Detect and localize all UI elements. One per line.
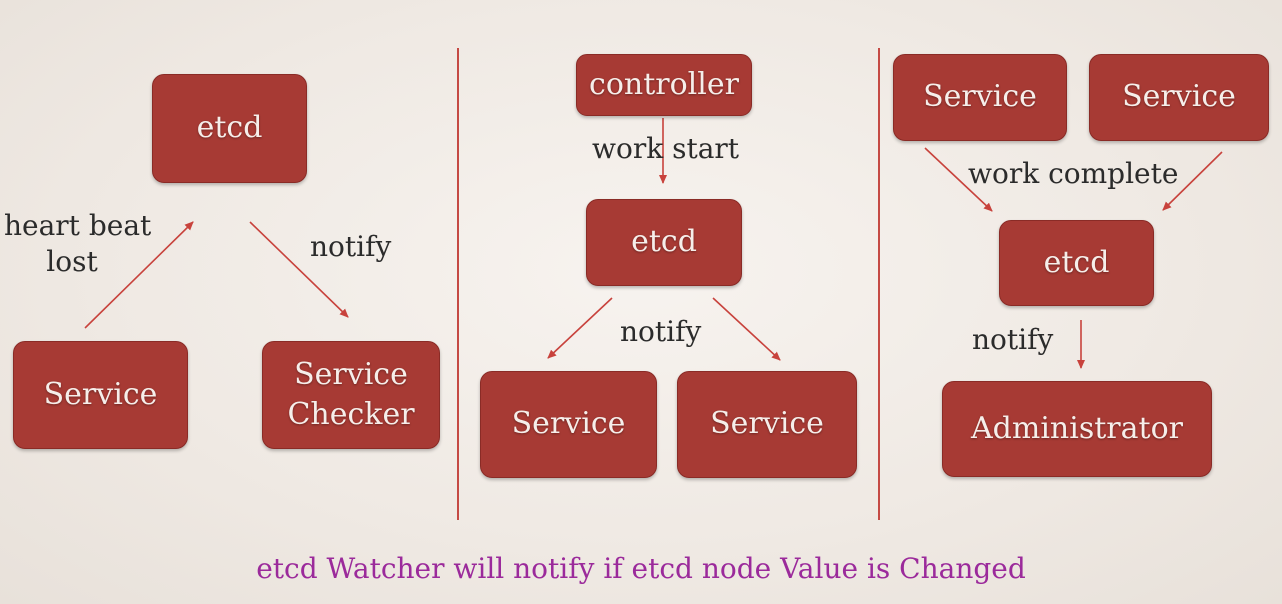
panel2-controller-label: controller xyxy=(589,66,739,102)
panel3-service-left-box: Service xyxy=(893,54,1067,141)
arrow-etcd-to-service-right xyxy=(712,297,781,361)
panel2-etcd-box: etcd xyxy=(586,199,742,286)
panel1-notify-label: notify xyxy=(310,230,392,263)
panel1-heartbeat-line1: heart beat xyxy=(4,209,152,242)
panel3-administrator-label: Administrator xyxy=(971,410,1183,446)
panel1-service-checker-box: Service Checker xyxy=(262,341,440,449)
panel1-service-box: Service xyxy=(13,341,188,449)
arrow-etcd-to-service-left xyxy=(547,297,613,359)
panel-divider-left xyxy=(457,48,459,520)
panel3-service-right-box: Service xyxy=(1089,54,1269,141)
panel1-checker-line2: Checker xyxy=(287,397,415,432)
panel2-service-left-label: Service xyxy=(511,406,626,442)
panel2-service-left-box: Service xyxy=(480,371,657,478)
arrow-service-to-etcd xyxy=(84,221,194,329)
panel1-heartbeat-line2: lost xyxy=(46,245,98,279)
panel2-work-start-label: work start xyxy=(592,132,740,165)
diagram-caption: etcd Watcher will notify if etcd node Va… xyxy=(256,552,1026,585)
panel2-controller-box: controller xyxy=(576,54,752,116)
panel2-service-right-box: Service xyxy=(677,371,857,478)
panel1-etcd-label: etcd xyxy=(196,110,263,146)
panel1-etcd-box: etcd xyxy=(152,74,307,183)
panel1-service-label: Service xyxy=(43,376,158,412)
arrow-service-left-to-etcd xyxy=(924,147,993,212)
panel1-heartbeat-label: heart beat lost xyxy=(4,208,152,281)
panel3-service-left-label: Service xyxy=(923,79,1037,115)
panel3-etcd-box: etcd xyxy=(999,220,1154,306)
arrow-etcd-to-checker xyxy=(249,221,349,318)
panel-divider-right xyxy=(878,48,880,520)
panel3-service-right-label: Service xyxy=(1122,79,1236,115)
panel2-service-right-label: Service xyxy=(710,406,824,442)
panel2-etcd-label: etcd xyxy=(631,224,697,260)
panel2-notify-label: notify xyxy=(620,315,702,348)
arrow-service-right-to-etcd xyxy=(1162,151,1223,211)
panel1-checker-line1: Service xyxy=(294,356,408,392)
panel3-etcd-label: etcd xyxy=(1043,244,1110,280)
panel3-notify-label: notify xyxy=(972,323,1054,356)
panel3-work-complete-label: work complete xyxy=(968,157,1179,190)
panel3-administrator-box: Administrator xyxy=(942,381,1212,477)
